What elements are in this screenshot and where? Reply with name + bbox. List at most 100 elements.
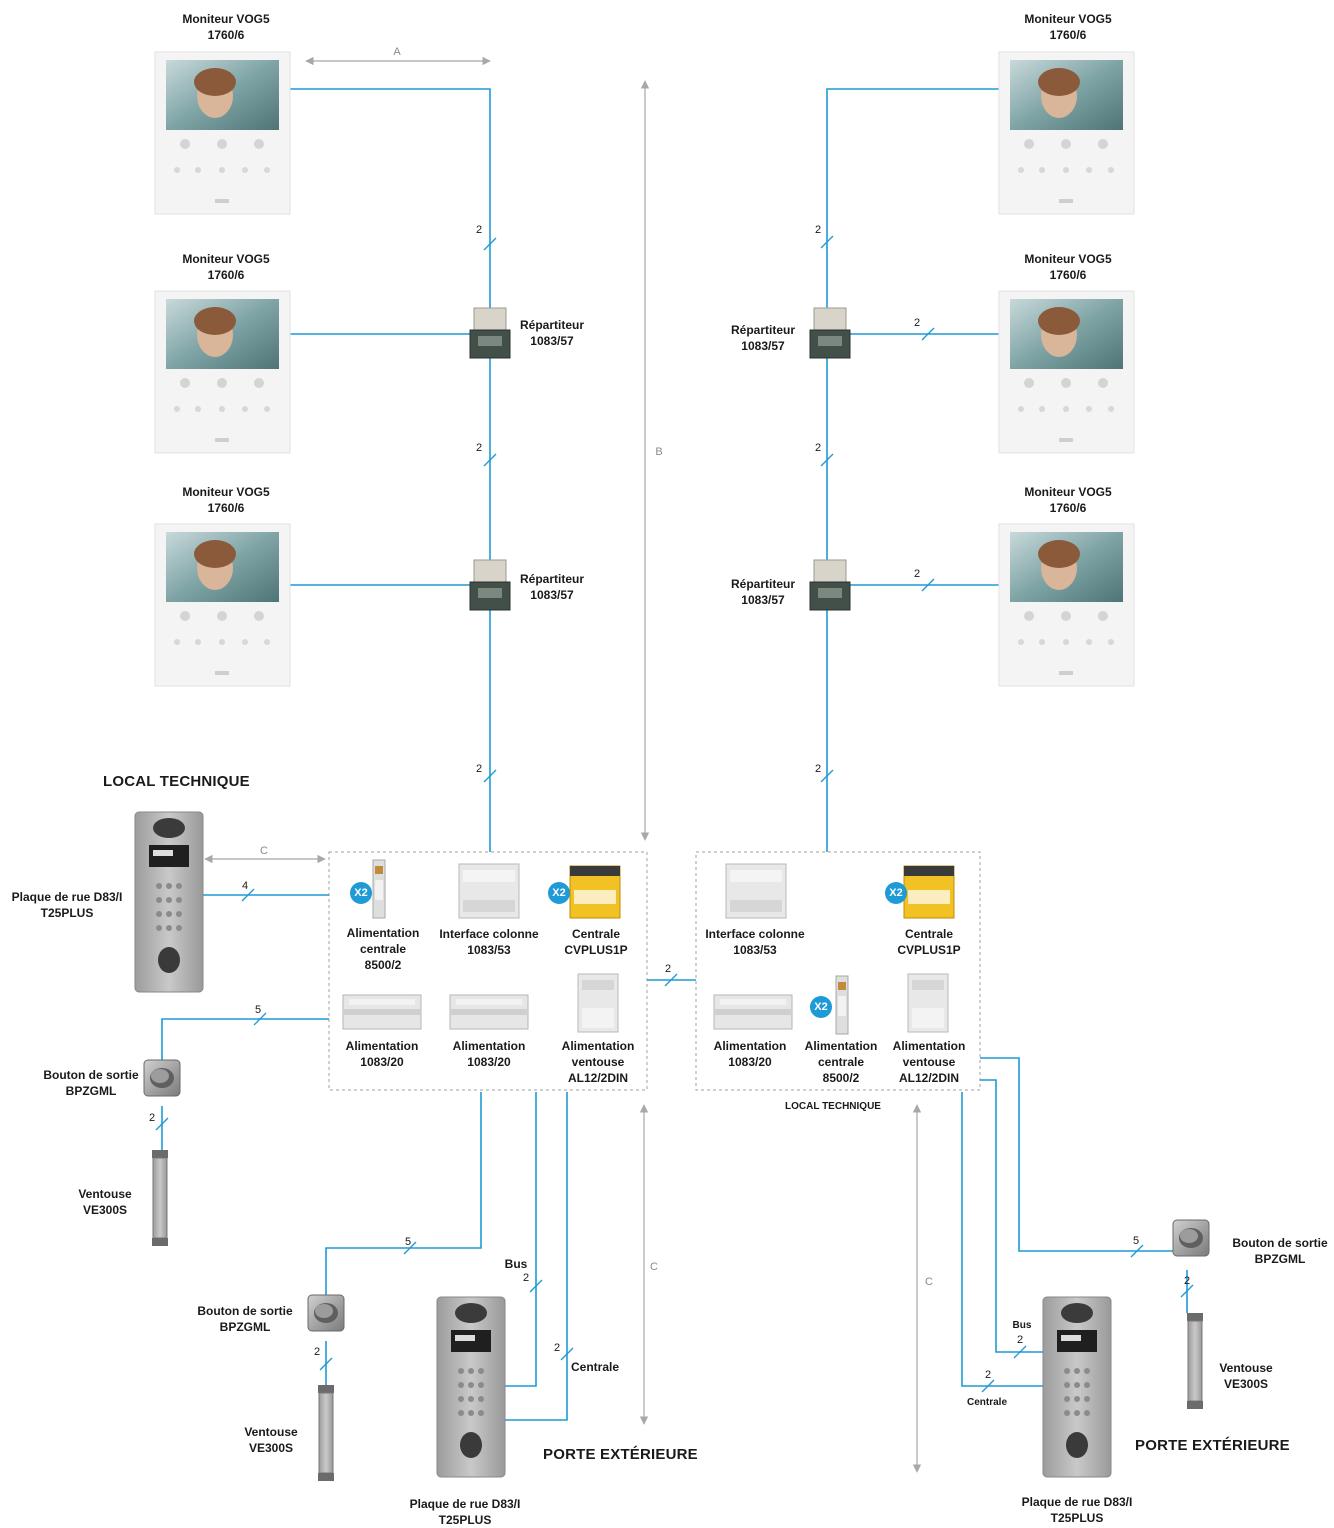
bus-wire-label: Bus [1012,1320,1032,1331]
din-module-icon [713,994,793,1030]
wire-count-label: 2 [984,1369,992,1381]
exit-button-icon [143,1059,181,1097]
distributor-icon [809,307,851,359]
alimentation-centrale-icon [835,975,849,1035]
interface-colonne-icon [725,863,787,919]
local-technique-box-left [328,851,648,1091]
x2-badge: X2 [885,882,907,904]
x2-badge: X2 [548,882,570,904]
wire-count-label: 2 [1183,1275,1191,1287]
wire-count-label: 4 [241,880,249,892]
video-monitor-icon [154,523,291,687]
x2-badge: X2 [810,996,832,1018]
dimension-a-label: A [393,46,401,58]
dimension-b-label: B [655,446,663,458]
interface-colonne-icon [458,863,520,919]
wire-count-label: 2 [814,224,822,236]
centrale-icon [903,865,955,919]
wire-count-label: 2 [913,568,921,580]
wire-count-label: 2 [553,1342,561,1354]
distributor-icon [469,559,511,611]
wire-count-label: 2 [814,763,822,775]
local-technique-box-right [695,851,981,1091]
dimension-arrows [204,56,922,1473]
video-monitor-icon [154,290,291,454]
magnetic-lock-icon [151,1149,169,1247]
street-panel-icon [1042,1296,1112,1478]
street-panel-icon [436,1296,506,1478]
din-module-icon [449,994,529,1030]
wire-count-label: 5 [1132,1235,1140,1247]
dimension-c-label: C [925,1276,933,1288]
magnetic-lock-icon [317,1384,335,1482]
wire-count-label: 2 [475,224,483,236]
dimension-c-label: C [260,845,268,857]
wire-count-label: 2 [475,442,483,454]
porte-exterieure-title: PORTE EXTÉRIEURE [543,1446,698,1463]
wire-count-ticks [155,235,1194,1393]
street-panel-icon [134,811,204,993]
wire-count-label: 2 [522,1272,530,1284]
centrale-icon [569,865,621,919]
wires [161,88,1188,1421]
dimension-c-label: C [650,1261,658,1273]
video-monitor-icon [998,523,1135,687]
din-module-icon [342,994,422,1030]
alimentation-centrale-icon [372,859,386,919]
distributor-icon [809,559,851,611]
alimentation-ventouse-icon [907,973,949,1033]
wire-count-label: 5 [404,1236,412,1248]
wire-count-label: 2 [475,763,483,775]
wire-count-label: 2 [313,1346,321,1358]
wire-count-label: 2 [664,963,672,975]
wire-count-label: 5 [254,1004,262,1016]
video-monitor-icon [154,51,291,215]
wire-count-label: 2 [148,1112,156,1124]
video-monitor-icon [998,51,1135,215]
distributor-icon [469,307,511,359]
centrale-wire-label: Centrale [570,1360,620,1374]
wire-count-label: 2 [913,317,921,329]
exit-button-icon [1172,1219,1210,1257]
local-technique-boxes [328,851,981,1091]
video-monitor-icon [998,290,1135,454]
porte-exterieure-title: PORTE EXTÉRIEURE [1135,1437,1290,1454]
wire-count-label: 2 [1016,1334,1024,1346]
centrale-wire-label: Centrale [966,1397,1008,1408]
exit-button-icon [307,1294,345,1332]
magnetic-lock-icon [1186,1312,1204,1410]
wire-count-label: 2 [814,442,822,454]
local-technique-title: LOCAL TECHNIQUE [103,773,250,790]
